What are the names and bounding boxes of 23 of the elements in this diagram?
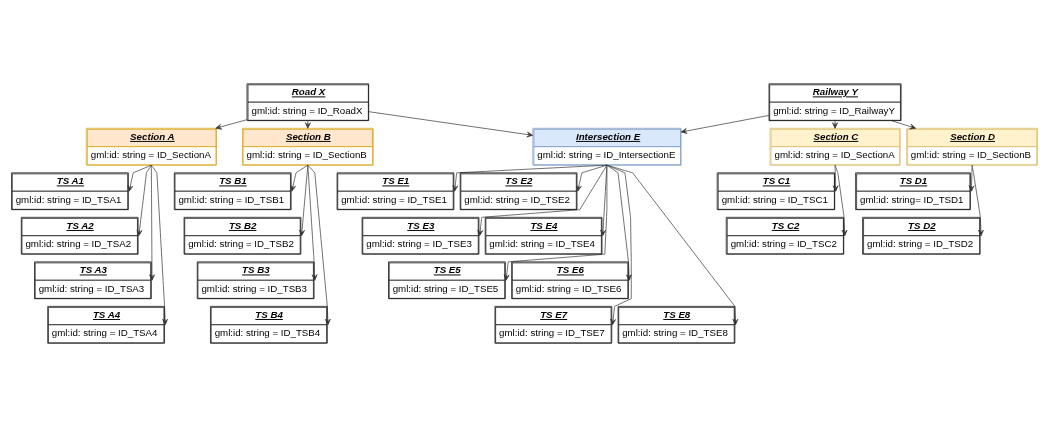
arrow (127, 164, 152, 192)
arrow (832, 119, 838, 129)
arrow (136, 164, 152, 236)
arrow (151, 164, 168, 325)
arrow (307, 164, 331, 325)
arrow (215, 118, 248, 130)
arrow (305, 119, 311, 129)
arrow (576, 164, 608, 192)
arrow (149, 164, 155, 281)
arrow (606, 164, 739, 325)
arrow (290, 164, 309, 192)
arrow (968, 164, 975, 192)
arrow (680, 114, 770, 134)
arrow (834, 164, 848, 236)
arrow (503, 164, 608, 281)
arrow (368, 110, 533, 137)
arrow (477, 164, 608, 236)
arrow (832, 164, 839, 192)
arrow (971, 164, 984, 236)
arrow (891, 119, 917, 129)
arrow (606, 164, 632, 325)
arrow (606, 164, 632, 281)
arrow (307, 164, 318, 281)
